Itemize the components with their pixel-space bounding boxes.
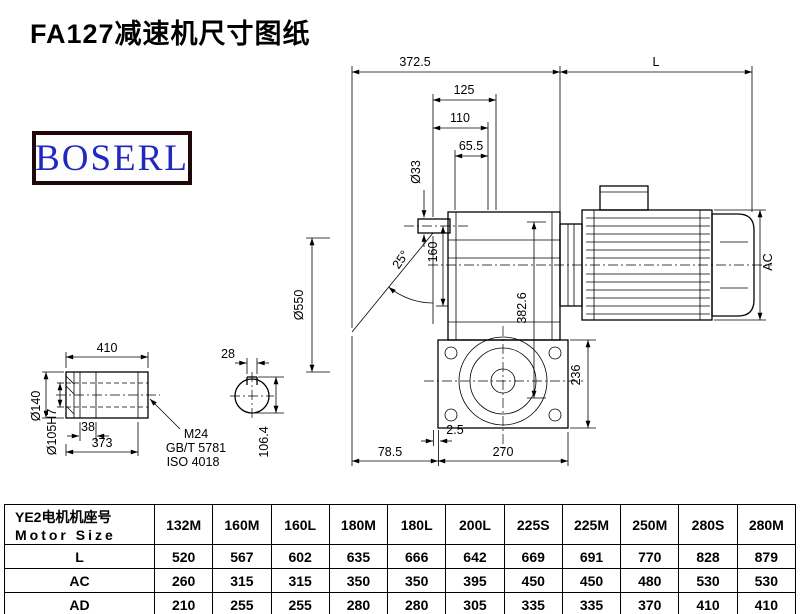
- col-header: 280M: [736, 504, 797, 545]
- cell: 280: [387, 592, 447, 614]
- dim-410: 410: [97, 341, 118, 355]
- cell: 691: [561, 544, 622, 569]
- cell: 370: [620, 592, 680, 614]
- note-gbt-5781: GB/T 5781: [166, 441, 226, 455]
- cell: 280: [328, 592, 389, 614]
- dim-L: L: [653, 55, 660, 69]
- cell: 350: [387, 568, 447, 593]
- cell: 666: [387, 544, 447, 569]
- cell: 350: [328, 568, 389, 593]
- dim-270: 270: [493, 445, 514, 459]
- cell: 828: [678, 544, 738, 569]
- row-label: AD: [4, 592, 155, 614]
- dim-106-4: 106.4: [257, 426, 271, 457]
- motor-size-label-en: Motor Size: [15, 526, 116, 543]
- cell: 520: [153, 544, 214, 569]
- extension-lines: [306, 66, 766, 466]
- dimensions-main: 372.5 L 125 110 65.5 Ø33 160 25° Ø550 38…: [292, 55, 775, 464]
- cell: 210: [153, 592, 214, 614]
- col-header: 250M: [620, 504, 680, 545]
- col-header: 200L: [445, 504, 505, 545]
- shaft-end-view: 28 106.4: [221, 347, 284, 458]
- table-row-L: L 520 567 602 635 666 642 669 691 770 82…: [4, 544, 797, 569]
- col-header: 160L: [270, 504, 330, 545]
- cell: 450: [503, 568, 563, 593]
- cell: 879: [736, 544, 797, 569]
- col-header: 225S: [503, 504, 563, 545]
- motor-size-label-cn: YE2电机机座号: [15, 508, 112, 525]
- dim-shaft-dia-33: Ø33: [409, 160, 423, 184]
- cell: 530: [736, 568, 797, 593]
- dim-bore-140: Ø140: [29, 391, 43, 422]
- cell: 315: [212, 568, 272, 593]
- table-header-row: YE2电机机座号 Motor Size 132M 160M 160L 180M …: [4, 504, 797, 545]
- dim-AC: AC: [761, 253, 775, 270]
- cell: 255: [270, 592, 330, 614]
- motor: [559, 185, 755, 321]
- dim-65-5: 65.5: [459, 139, 483, 153]
- page-title: FA127减速机尺寸图纸: [30, 19, 311, 49]
- table-row-AD: AD 210 255 255 280 280 305 335 335 370 4…: [4, 592, 797, 614]
- cell: 410: [736, 592, 797, 614]
- note-iso-4018: ISO 4018: [167, 455, 220, 469]
- cell: 770: [620, 544, 680, 569]
- cell: 669: [503, 544, 563, 569]
- col-header: 132M: [153, 504, 214, 545]
- dim-38: 38: [81, 420, 95, 434]
- cell: 450: [561, 568, 622, 593]
- motor-fins: [586, 217, 710, 315]
- cell: 335: [503, 592, 563, 614]
- dim-2-5: 2.5: [446, 423, 463, 437]
- dim-110: 110: [450, 111, 470, 125]
- cell: 260: [153, 568, 214, 593]
- boserl-logo: BOSERL: [32, 131, 192, 185]
- cell: 335: [561, 592, 622, 614]
- cell: 315: [270, 568, 330, 593]
- dim-28: 28: [221, 347, 235, 361]
- col-header: 160M: [212, 504, 272, 545]
- row-label: L: [4, 544, 155, 569]
- cell: 635: [328, 544, 389, 569]
- terminal-box: [599, 185, 649, 211]
- cell: 642: [445, 544, 505, 569]
- cell: 530: [678, 568, 738, 593]
- dim-swing-550: Ø550: [292, 290, 306, 321]
- fan-cover: [711, 213, 755, 317]
- table-row-AC: AC 260 315 315 350 350 395 450 450 480 5…: [4, 568, 797, 593]
- cell: 305: [445, 592, 505, 614]
- dim-78-5: 78.5: [378, 445, 402, 459]
- col-header: 180L: [387, 504, 447, 545]
- cell: 255: [212, 592, 272, 614]
- dim-125: 125: [454, 83, 475, 97]
- note-m24: M24: [184, 427, 208, 441]
- boserl-logo-text: BOSERL: [35, 137, 189, 179]
- dim-382-6: 382.6: [515, 292, 529, 323]
- cell: 480: [620, 568, 680, 593]
- row-label: AC: [4, 568, 155, 593]
- dim-236: 236: [569, 365, 583, 386]
- shaft-detail: 410 38 373 Ø140 Ø105H7 M24 GB/T 5781 ISO…: [29, 341, 226, 469]
- cell: 395: [445, 568, 505, 593]
- motor-size-header-cell: YE2电机机座号 Motor Size: [4, 504, 155, 545]
- motor-spec-table: YE2电机机座号 Motor Size 132M 160M 160L 180M …: [4, 504, 797, 614]
- col-header: 225M: [561, 504, 622, 545]
- dimension-drawing: 372.5 L 125 110 65.5 Ø33 160 25° Ø550 38…: [29, 55, 775, 469]
- centerlines: [404, 225, 772, 450]
- cell: 602: [270, 544, 330, 569]
- col-header: 280S: [678, 504, 738, 545]
- dim-373: 373: [92, 436, 113, 450]
- dim-angle-25: 25°: [390, 248, 412, 272]
- cell: 567: [212, 544, 272, 569]
- dim-372-5: 372.5: [399, 55, 430, 69]
- cell: 410: [678, 592, 738, 614]
- col-header: 180M: [328, 504, 389, 545]
- gearbox-housing: [417, 211, 569, 429]
- dim-bore-105h7: Ø105H7: [45, 409, 59, 456]
